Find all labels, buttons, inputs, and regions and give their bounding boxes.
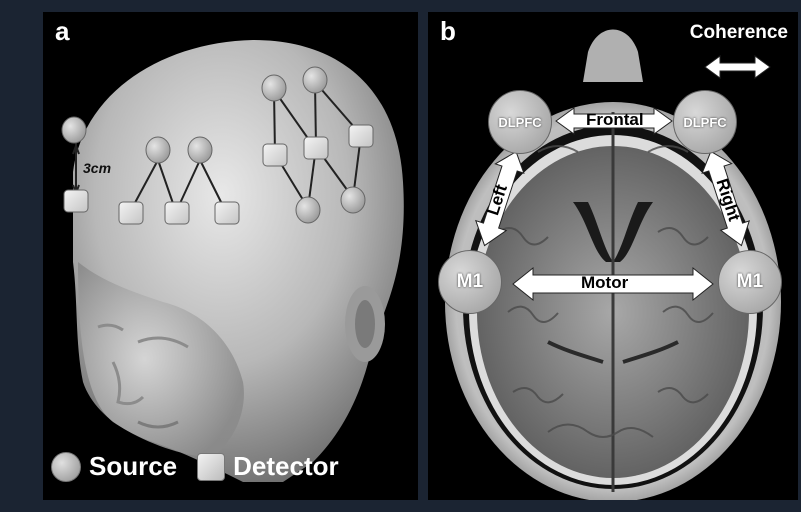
source-optode (341, 187, 365, 213)
detector-optode (215, 202, 239, 224)
motor-label: Motor (581, 273, 628, 293)
detector-optode (119, 202, 143, 224)
coherence-legend-arrow (705, 56, 770, 78)
source-optode (262, 75, 286, 101)
detector-legend-icon (197, 453, 225, 481)
dlpfc-right-node: DLPFC (673, 90, 737, 154)
legend-detector-label: Detector (233, 451, 338, 482)
source-optode (188, 137, 212, 163)
source-legend-icon (51, 452, 81, 482)
detector-optode (165, 202, 189, 224)
legend: Source Detector (51, 451, 339, 482)
source-optode (62, 117, 86, 143)
panel-letter-a: a (55, 16, 69, 46)
detector-optode (64, 190, 88, 212)
m1-right-node: M1 (718, 250, 782, 314)
legend-source-label: Source (89, 451, 177, 482)
panel-b-brain-coherence: b Coherence DLPFC DLPFC M1 M1 Frontal Mo… (428, 12, 798, 500)
m1-left-node: M1 (438, 250, 502, 314)
frontal-label: Frontal (586, 110, 644, 130)
head-render (43, 12, 418, 500)
detector-optode (349, 125, 373, 147)
source-optode (296, 197, 320, 223)
source-optode (303, 67, 327, 93)
source-optode (146, 137, 170, 163)
panel-letter-b: b (440, 16, 456, 46)
detector-optode (304, 137, 328, 159)
distance-label: 3cm (83, 160, 111, 176)
detector-optode (263, 144, 287, 166)
nose-shape (583, 30, 643, 83)
dlpfc-left-node: DLPFC (488, 90, 552, 154)
coherence-label: Coherence (690, 22, 788, 44)
panel-a-head-optodes: a 3cm Source Detector (43, 12, 418, 500)
